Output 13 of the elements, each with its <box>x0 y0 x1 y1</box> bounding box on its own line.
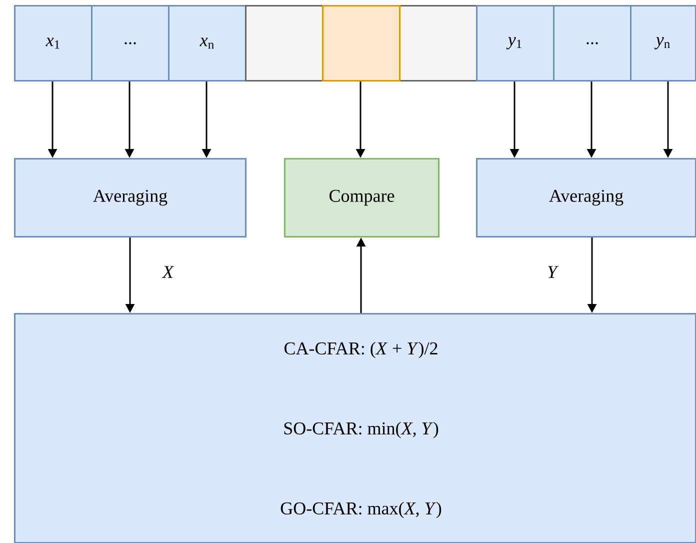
cell-box: Averaging <box>14 158 246 238</box>
process-box: Compare <box>284 158 440 238</box>
cell-box: y$_{1}$ <box>476 5 554 82</box>
cell-box <box>322 5 400 82</box>
cell-box: Averaging <box>476 158 696 238</box>
formula-box: CA-CFAR: (X + Y)/2 SO-CFAR: min(X, Y) GO-CFAR: max(X, Y) <box>14 313 696 543</box>
edge-label: Y <box>546 265 559 279</box>
cell-box: y$_{n}$ <box>630 5 696 82</box>
cell-box: x$_{n}$ <box>168 5 246 82</box>
cell-box: ... <box>91 5 170 82</box>
cell-box: x$_{1}$ <box>14 5 92 82</box>
cell-box: ... <box>553 5 632 82</box>
edge-label: X <box>162 265 174 279</box>
